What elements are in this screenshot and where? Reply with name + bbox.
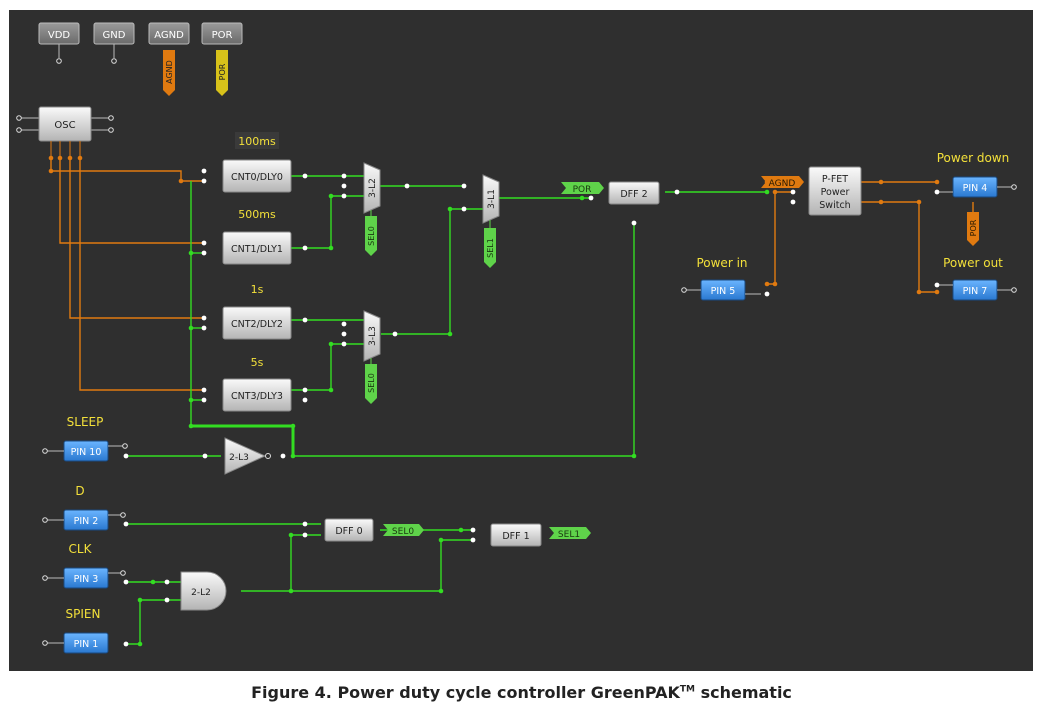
figure-caption: Figure 4. Power duty cycle controller Gr… [0,683,1043,702]
trademark-sup: TM [679,684,695,695]
cnt0-label: CNT0/DLY0 [231,172,283,183]
mux-3l3-label: 3-L3 [368,326,378,346]
d-label: D [75,484,84,498]
power-in-label: Power in [696,256,747,270]
por-tag-pin4-label: POR [969,219,978,236]
vdd-label: VDD [48,30,71,41]
sel0-net-tag: SEL0 [383,524,424,537]
pfet-label-1: P-FET [822,174,848,185]
buffer-2l3-label: 2-L3 [229,453,249,463]
figure-caption-suffix: schematic [695,683,792,702]
sel0-tag-b: SEL0 [367,373,376,393]
green-wires [126,175,767,645]
mux-3l1-label: 3-L1 [487,189,497,209]
sel1-net-tag: SEL1 [549,527,591,540]
cnt2-block[interactable]: CNT2/DLY2 [222,306,292,340]
pin10-label: PIN 10 [71,447,102,458]
pin1-label: PIN 1 [74,639,99,650]
sel0-tag-a: SEL0 [367,226,376,246]
mux-3l2-label: 3-L2 [368,178,378,198]
cnt3-label: CNT3/DLY3 [231,391,283,402]
sel0-net-tag-label: SEL0 [392,527,414,537]
junction-dots [48,168,940,647]
gnd-button[interactable]: GND [93,22,135,64]
power-out-label: Power out [943,256,1003,270]
agnd-net-tag-label: AGND [769,179,796,189]
pin5[interactable]: PIN 5 [681,279,761,301]
pfet-label-2: Power [821,187,850,198]
dff0-block[interactable]: DFF 0 [324,518,374,542]
pin3[interactable]: PIN 3 [42,567,126,589]
dff0-label: DFF 0 [335,526,362,537]
delay-label-cnt0: 100ms [238,135,276,148]
mux-3l3-block[interactable]: 3-L3 SEL0 [363,310,381,404]
cnt3-block[interactable]: CNT3/DLY3 [222,378,292,412]
pin3-label: PIN 3 [74,574,99,585]
vdd-button[interactable]: VDD [38,22,80,64]
por-tag-label: POR [218,63,227,80]
pin2-label: PIN 2 [74,516,99,527]
osc-block[interactable]: OSC [16,106,114,161]
agnd-tag-label: AGND [165,60,174,84]
power-buttons: VDD GND AGND AGND POR POR [38,22,243,96]
and-gate-2l2-block[interactable]: 2-L2 [180,571,227,611]
figure-caption-text: Figure 4. Power duty cycle controller Gr… [251,683,680,702]
schematic-canvas: VDD GND AGND AGND POR POR OSC [9,10,1033,671]
delay-label-cnt1: 500ms [238,208,276,221]
mux-3l1-block[interactable]: 3-L1 SEL1 [482,174,500,268]
por-net-tag: POR [561,182,604,195]
sel1-tag: SEL1 [486,238,495,258]
agnd-net-tag: AGND [761,176,804,189]
cnt0-block[interactable]: CNT0/DLY0 [222,159,292,193]
spien-label: SPIEN [66,607,101,621]
pin10[interactable]: PIN 10 [42,440,128,462]
gnd-label: GND [103,30,126,41]
mux-3l2-block[interactable]: 3-L2 SEL0 [363,162,381,256]
clk-label: CLK [69,542,93,556]
pin1[interactable]: PIN 1 [42,632,109,654]
dff2-label: DFF 2 [620,189,647,200]
agnd-button[interactable]: AGND AGND [148,22,190,96]
por-tag-pin4: POR [967,212,979,246]
dff1-block[interactable]: DFF 1 [490,523,542,547]
delay-label-cnt2: 1s [251,283,264,296]
osc-label: OSC [54,120,75,131]
por-net-tag-label: POR [573,185,592,195]
por-button[interactable]: POR POR [201,22,243,96]
sleep-label: SLEEP [67,415,104,429]
agnd-label: AGND [154,30,184,41]
schematic-diagram: VDD GND AGND AGND POR POR OSC [16,22,1017,654]
por-label: POR [212,30,233,41]
delay-label-cnt3: 5s [251,356,264,369]
cnt1-label: CNT1/DLY1 [231,244,283,255]
and-gate-2l2-label: 2-L2 [191,588,211,598]
pin2[interactable]: PIN 2 [42,509,126,531]
pfet-label-3: Switch [819,200,850,211]
pin4-label: PIN 4 [963,183,988,194]
dff2-block[interactable]: DFF 2 [608,181,660,205]
sel1-net-tag-label: SEL1 [558,530,580,540]
pin4[interactable]: PIN 4 [937,176,1017,198]
pin7[interactable]: PIN 7 [937,279,1017,301]
buffer-2l3-block[interactable]: 2-L3 [224,437,271,475]
pin7-label: PIN 7 [963,286,988,297]
pfet-switch-block[interactable]: P-FET Power Switch [808,166,862,216]
pin5-label: PIN 5 [711,286,736,297]
cnt2-label: CNT2/DLY2 [231,319,283,330]
cnt1-block[interactable]: CNT1/DLY1 [222,231,292,265]
dff1-label: DFF 1 [502,531,529,542]
power-down-label: Power down [937,151,1009,165]
